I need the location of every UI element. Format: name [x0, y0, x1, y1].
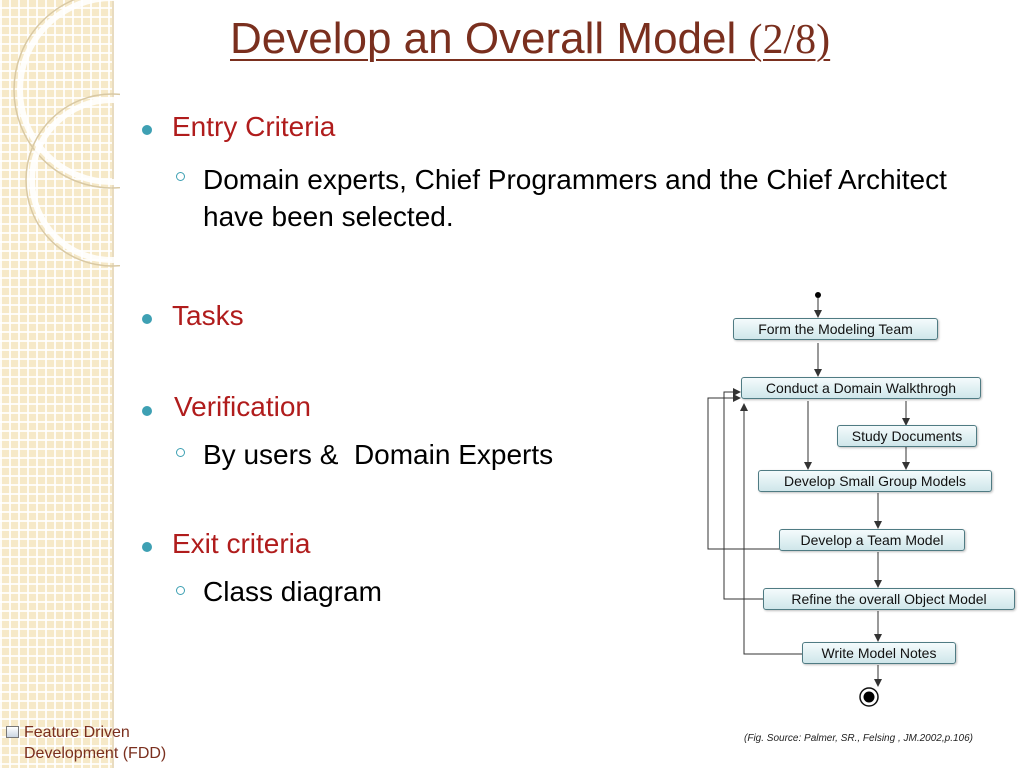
node-conduct-domain-walkthrough: Conduct a Domain Walkthrogh: [741, 377, 981, 399]
node-form-modeling-team: Form the Modeling Team: [733, 318, 938, 340]
sub-bullet-ring: [176, 586, 185, 595]
title-text: Develop an Overall Model: [230, 14, 749, 63]
sidebar-edge: [112, 0, 114, 768]
sub-bullet-ring: [176, 448, 185, 457]
sub-bullet-ring: [176, 172, 185, 181]
bullet-dot: [142, 125, 152, 135]
document-icon: [6, 726, 19, 738]
figure-caption: (Fig. Source: Palmer, SR., Felsing , JM.…: [744, 733, 973, 744]
section-exit-criteria: Exit criteria: [172, 528, 311, 559]
verification-detail: By users & Domain Experts: [203, 439, 554, 470]
exit-criteria-detail: Class diagram: [203, 576, 382, 607]
decorative-rings: [13, 0, 120, 267]
node-refine-object-model: Refine the overall Object Model: [763, 588, 1015, 610]
section-tasks: Tasks: [172, 300, 244, 331]
node-write-model-notes: Write Model Notes: [802, 642, 956, 664]
decorative-sidebar: [0, 0, 112, 768]
entry-criteria-detail: Domain experts, Chief Programmers and th…: [203, 164, 947, 232]
bullet-dot: [142, 406, 152, 416]
title-number: (2/8): [748, 17, 831, 63]
bullet-dot: [142, 314, 152, 324]
section-verification: Verification: [174, 391, 311, 422]
bullet-dot: [142, 542, 152, 552]
footer-label: Feature Driven Development (FDD): [24, 724, 167, 762]
node-study-documents: Study Documents: [837, 425, 977, 447]
slide-title: Develop an Overall Model (2/8): [230, 14, 830, 64]
node-develop-small-group-models: Develop Small Group Models: [758, 470, 992, 492]
section-entry-criteria: Entry Criteria: [172, 111, 336, 142]
node-develop-team-model: Develop a Team Model: [779, 529, 965, 551]
